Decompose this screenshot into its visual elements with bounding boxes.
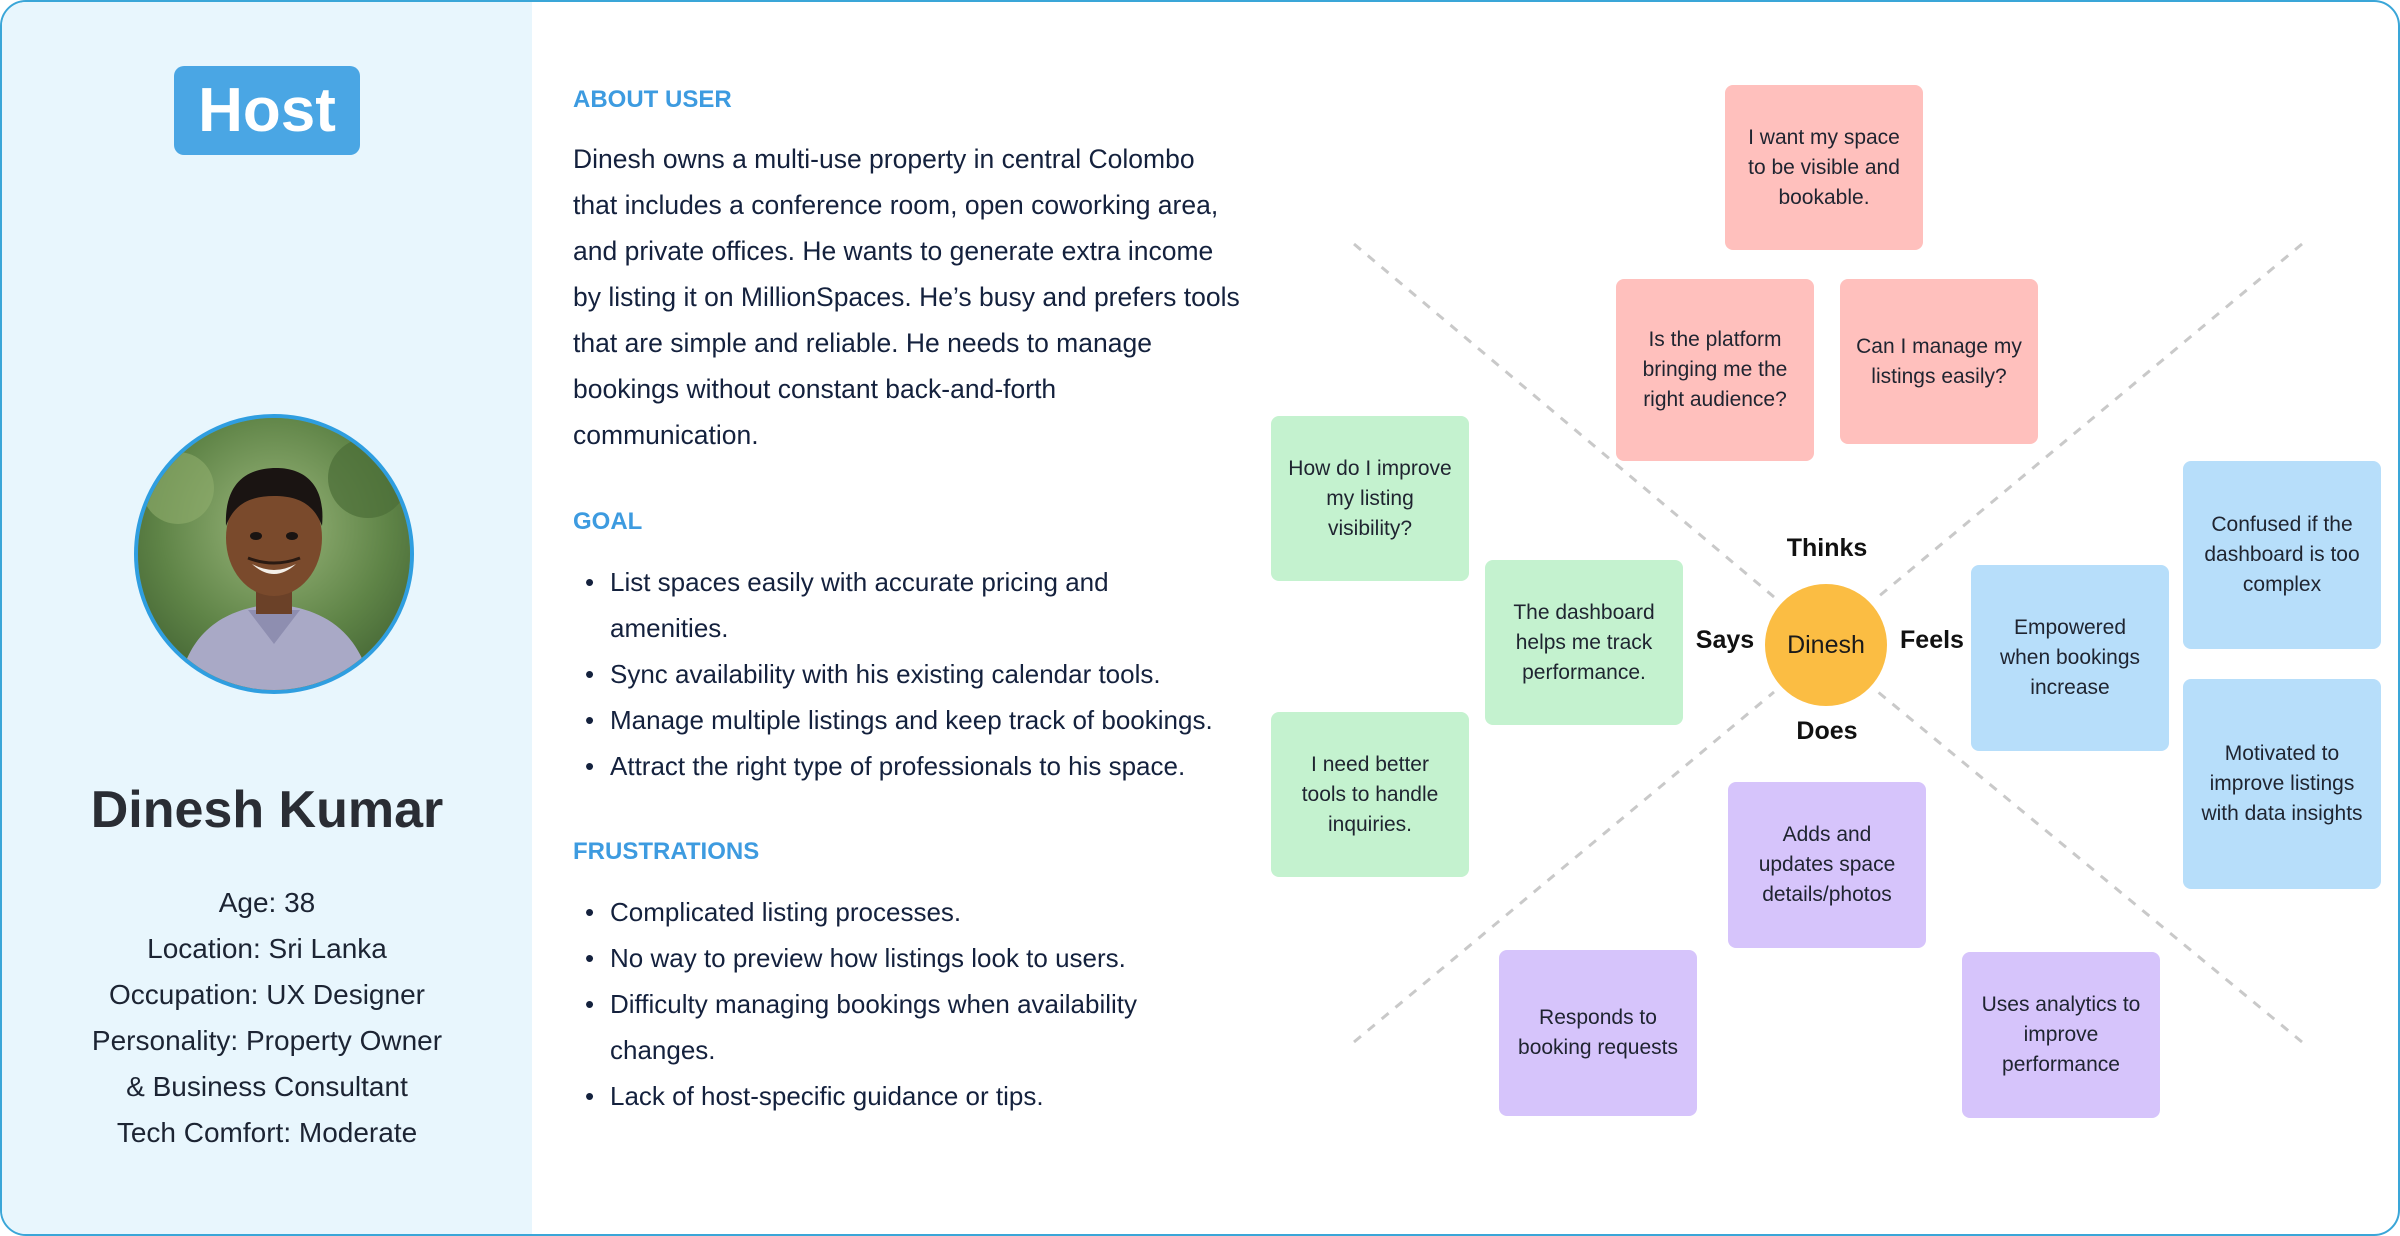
axis-line-bottom-left (1353, 690, 1775, 1044)
persona-occupation: Occupation: UX Designer (109, 979, 425, 1010)
frustration-item: No way to preview how listings look to u… (573, 935, 1273, 981)
goal-item: Attract the right type of professionals … (573, 743, 1273, 789)
does-note: Adds and updates space details/photos (1728, 782, 1926, 948)
about-line: communication. (573, 420, 759, 450)
persona-details: Age: 38 Location: Sri Lanka Occupation: … (2, 880, 532, 1156)
frustration-item: Difficulty managing bookings when availa… (573, 981, 1210, 1073)
goal-heading: GOAL (573, 508, 643, 535)
frustration-item: Lack of host-specific guidance or tips. (573, 1073, 1273, 1119)
persona-age: Age: 38 (218, 887, 316, 918)
goal-item: List spaces easily with accurate pricing… (573, 559, 1180, 651)
thinks-note: Is the platform bringing me the right au… (1616, 279, 1814, 461)
feels-note: Confused if the dashboard is too complex (2183, 461, 2381, 649)
empathy-map-center: Dinesh (1765, 584, 1887, 706)
axis-line-bottom-right (1877, 690, 2303, 1044)
persona-location: Location: Sri Lanka (147, 933, 387, 964)
about-line: Dinesh owns a multi-use property in cent… (573, 144, 1195, 174)
axis-line-top-left (1353, 242, 1775, 599)
says-note: I need better tools to handle inquiries. (1271, 712, 1469, 877)
about-line: bookings without constant back-and-forth (573, 374, 1057, 404)
frustrations-heading: FRUSTRATIONS (573, 838, 760, 865)
about-text: Dinesh owns a multi-use property in cent… (573, 136, 1273, 458)
about-line: that includes a conference room, open co… (573, 190, 1219, 220)
about-line: and private offices. He wants to generat… (573, 236, 1214, 266)
thinks-note: Can I manage my listings easily? (1840, 279, 2038, 444)
does-note: Uses analytics to improve performance (1962, 952, 2160, 1118)
says-note: How do I improve my listing visibility? (1271, 416, 1469, 581)
feels-note: Motivated to improve listings with data … (2183, 679, 2381, 889)
label-feels: Feels (1900, 626, 1964, 654)
says-note: The dashboard helps me track performance… (1485, 560, 1683, 725)
goal-item: Sync availability with his existing cale… (573, 651, 1273, 697)
feels-note: Empowered when bookings increase (1971, 565, 2169, 751)
about-heading: ABOUT USER (573, 86, 732, 113)
about-line: that are simple and reliable. He needs t… (573, 328, 1152, 358)
about-line: by listing it on MillionSpaces. He’s bus… (573, 282, 1240, 312)
thinks-note: I want my space to be visible and bookab… (1725, 85, 1923, 250)
frustrations-list: Complicated listing processes. No way to… (573, 889, 1273, 1119)
persona-sidebar: Host (2, 2, 532, 1234)
label-does: Does (1796, 717, 1858, 745)
persona-name: Dinesh Kumar (90, 781, 444, 839)
does-note: Responds to booking requests (1499, 950, 1697, 1116)
axis-line-top-right (1877, 242, 2303, 599)
persona-tech-comfort: Tech Comfort: Moderate (116, 1117, 418, 1148)
persona-personality: Personality: Property Owner (91, 1025, 443, 1056)
role-badge: Host (174, 66, 360, 155)
frustration-item: Complicated listing processes. (573, 889, 1273, 935)
goal-item: Manage multiple listings and keep track … (573, 697, 1273, 743)
label-thinks: Thinks (1786, 534, 1868, 562)
goal-list: List spaces easily with accurate pricing… (573, 559, 1273, 789)
label-says: Says (1695, 626, 1755, 654)
avatar-photo (138, 418, 410, 690)
avatar (134, 414, 414, 694)
persona-personality-cont: & Business Consultant (126, 1071, 408, 1102)
